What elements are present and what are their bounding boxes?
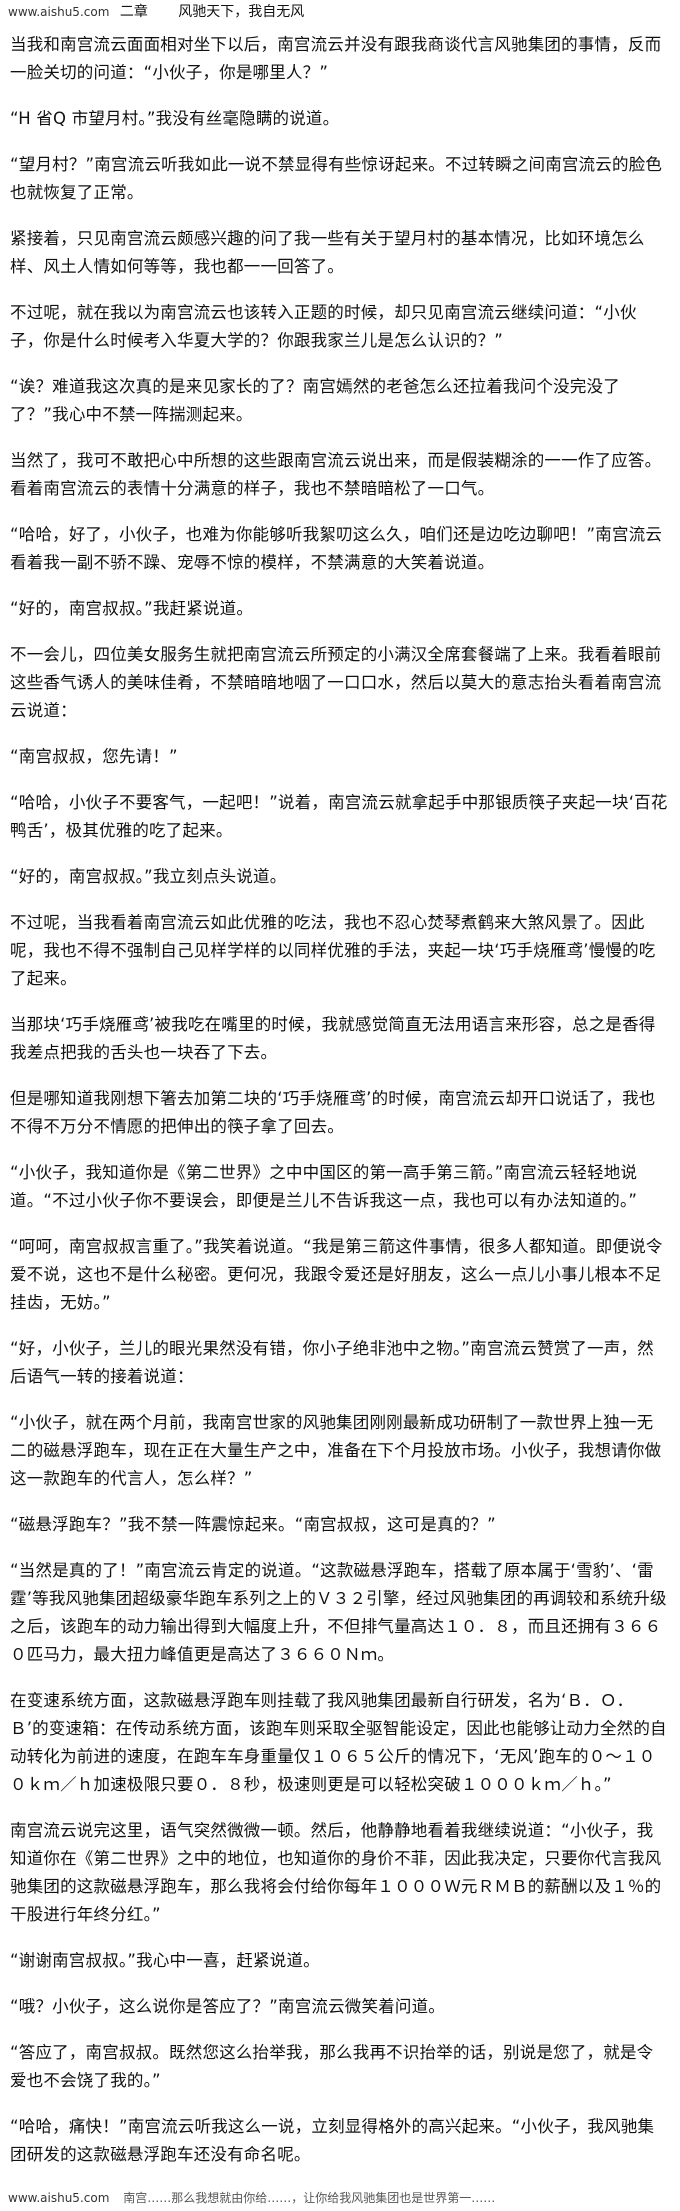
footer-watermark: www.aishu5.com <box>8 2191 110 2205</box>
story-paragraph: “诶？难道我这次真的是来见家长的了？南宫嫣然的老爸怎么还拉着我问个没完没了了？”… <box>10 377 620 424</box>
page-footer: www.aishu5.com 南宫……那么我想就由你给……，让你给我风驰集团也是… <box>0 2189 680 2211</box>
story-paragraph: 南宫流云说完这里，语气突然微微一顿。然后，他静静地看着我继续说道：“小伙子，我知… <box>10 1821 662 1924</box>
story-paragraph: “哈哈，痛快！”南宫流云听我这么一说，立刻显得格外的高兴起来。“小伙子，我风驰集… <box>10 2117 655 2164</box>
story-paragraph: “好的，南宫叔叔。”我立刻点头说道。 <box>10 867 287 886</box>
chapter-header: www.aishu5.com 二章 风驰天下，我自无风 <box>0 0 680 31</box>
story-paragraph: “H 省Q 市望月村。”我没有丝毫隐瞒的说道。 <box>10 109 340 128</box>
story-paragraph: 紧接着，只见南宫流云颇感兴趣的问了我一些有关于望月村的基本情况，比如环境怎么样、… <box>10 229 645 276</box>
story-paragraph: 在变速系统方面，这款磁悬浮跑车则挂载了我风驰集团最新自行研发，名为‘Ｂ．Ｏ．Ｂ’… <box>10 1691 667 1794</box>
story-paragraph: 但是哪知道我刚想下箸去加第二块的‘巧手烧雁鸢’的时候，南宫流云却开口说话了，我也… <box>10 1089 656 1136</box>
story-paragraph: “望月村？”南宫流云听我如此一说不禁显得有些惊讶起来。不过转瞬之间南宫流云的脸色… <box>10 155 663 202</box>
chapter-body: 当我和南宫流云面面相对坐下以后，南宫流云并没有跟我商谈代言风驰集团的事情，反而一… <box>0 31 680 2169</box>
story-paragraph: “哦？小伙子，这么说你是答应了？”南宫流云微笑着问道。 <box>10 1997 445 2016</box>
story-paragraph: 当那块‘巧手烧雁鸢’被我吃在嘴里的时候，我就感觉简直无法用语言来形容，总之是香得… <box>10 1015 656 1062</box>
story-paragraph: “磁悬浮跑车？”我不禁一阵震惊起来。“南宫叔叔，这可是真的？” <box>10 1515 496 1534</box>
story-paragraph: “呵呵，南宫叔叔言重了。”我笑着说道。“我是第三箭这件事情，很多人都知道。即便说… <box>10 1237 663 1312</box>
story-paragraph: “答应了，南宫叔叔。既然您这么抬举我，那么我再不识抬举的话，别说是您了，就是令爱… <box>10 2043 654 2090</box>
story-paragraph: 当然了，我可不敢把心中所想的这些跟南宫流云说出来，而是假装糊涂的一一作了应答。看… <box>10 451 662 498</box>
site-watermark: www.aishu5.com <box>8 5 110 19</box>
story-paragraph: 不过呢，当我看着南宫流云如此优雅的吃法，我也不忍心焚琴煮鹤来大煞风景了。因此呢，… <box>10 913 656 988</box>
story-paragraph: “小伙子，就在两个月前，我南宫世家的风驰集团刚刚最新成功研制了一款世界上独一无二… <box>10 1413 662 1488</box>
story-paragraph: “当然是真的了！”南宫流云肯定的说道。“这款磁悬浮跑车，搭载了原本属于‘雪豹’、… <box>10 1561 667 1664</box>
story-paragraph: “小伙子，我知道你是《第二世界》之中中国区的第一高手第三箭。”南宫流云轻轻地说道… <box>10 1163 638 1210</box>
story-paragraph: “哈哈，好了，小伙子，也难为你能够听我絮叨这么久，咱们还是边吃边聊吧！”南宫流云… <box>10 525 663 572</box>
story-paragraph: “好的，南宫叔叔。”我赶紧说道。 <box>10 599 254 618</box>
story-paragraph: 当我和南宫流云面面相对坐下以后，南宫流云并没有跟我商谈代言风驰集团的事情，反而一… <box>10 35 662 82</box>
story-paragraph: 不一会儿，四位美女服务生就把南宫流云所预定的小满汉全席套餐端了上来。我看着眼前这… <box>10 645 662 720</box>
chapter-number: 二章 <box>119 4 148 20</box>
story-paragraph: “谢谢南宫叔叔。”我心中一喜，赶紧说道。 <box>10 1951 320 1970</box>
story-paragraph: “南宫叔叔，您先请！” <box>10 747 178 766</box>
footer-continuation-text: 南宫……那么我想就由你给……，让你给我风驰集团也是世界第一…… <box>123 2191 496 2205</box>
chapter-title: 风驰天下，我自无风 <box>178 4 305 20</box>
story-paragraph: “好，小伙子，兰儿的眼光果然没有错，你小子绝非池中之物。”南宫流云赞赏了一声，然… <box>10 1339 654 1386</box>
story-paragraph: “哈哈，小伙子不要客气，一起吧！”说着，南宫流云就拿起手中那银质筷子夹起一块‘百… <box>10 793 668 840</box>
story-paragraph: 不过呢，就在我以为南宫流云也该转入正题的时候，却只见南宫流云继续问道：“小伙子，… <box>10 303 637 350</box>
